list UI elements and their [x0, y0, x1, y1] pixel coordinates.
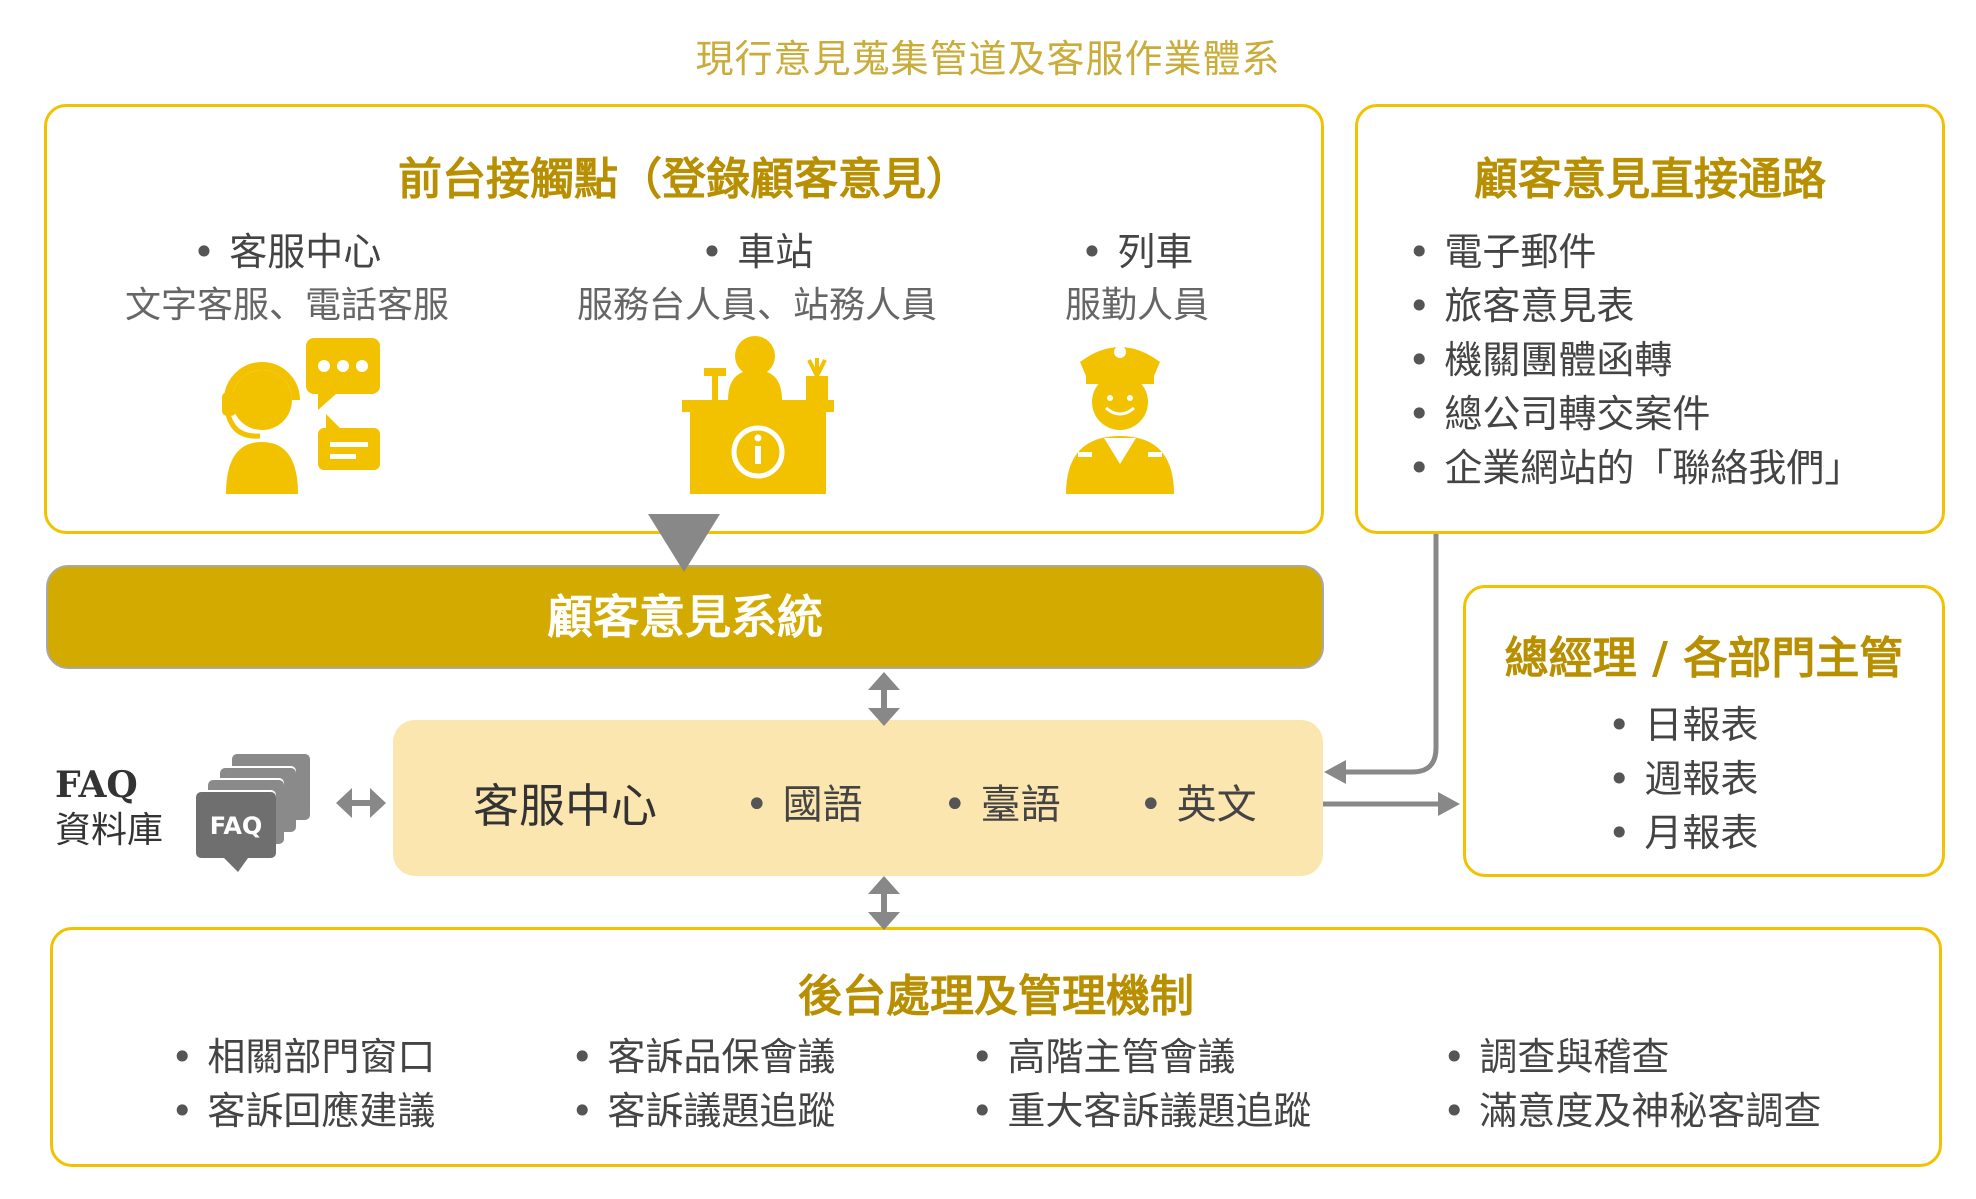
front-touchpoints-box: 前台接觸點（登錄顧客意見） 客服中心 文字客服、電話客服 車站 服務台人員、站務…: [44, 104, 1324, 534]
touchpoint-label: 客服中心: [107, 225, 467, 279]
language-item: 臺語: [943, 772, 1061, 830]
left-arrow-icon: [1324, 760, 1346, 784]
bidirectional-arrow-icon: [868, 876, 900, 930]
bidirectional-arrow-icon: [336, 788, 386, 818]
list-item: 日報表: [1608, 698, 1758, 752]
touchpoint-sub: 服務台人員、站務人員: [576, 285, 937, 326]
touchpoint-sub: 文字客服、電話客服: [124, 285, 449, 326]
direct-channels-box: 顧客意見直接通路 電子郵件 旅客意見表 機關團體函轉 總公司轉交案件 企業網站的…: [1355, 104, 1945, 534]
direct-to-cs-connector: [1340, 534, 1439, 775]
back-office-col-3: 高階主管會議 重大客訴議題追蹤: [971, 1030, 1311, 1138]
list-item: 重大客訴議題追蹤: [971, 1084, 1311, 1138]
front-touchpoints-heading: 前台接觸點（登錄顧客意見）: [398, 154, 970, 205]
language-item: 英文: [1139, 772, 1257, 830]
list-item: 客訴品保會議: [571, 1030, 835, 1084]
touchpoint-station: 車站 服務台人員、站務人員: [557, 225, 957, 333]
diagram-title: 現行意見蒐集管道及客服作業體系: [695, 37, 1281, 81]
faq-icon-text: FAQ: [210, 812, 263, 840]
back-office-col-2: 客訴品保會議 客訴議題追蹤: [571, 1030, 835, 1138]
list-item: 調查與稽查: [1443, 1030, 1821, 1084]
customer-feedback-system-bar: 顧客意見系統: [46, 565, 1324, 669]
touchpoint-sub: 服勤人員: [1064, 285, 1209, 326]
list-item: 月報表: [1608, 806, 1758, 860]
list-item: 客訴議題追蹤: [571, 1084, 835, 1138]
bidirectional-arrow-icon: [868, 672, 900, 726]
back-office-heading: 後台處理及管理機制: [798, 971, 1194, 1022]
gm-heading: 總經理 / 各部門主管: [1504, 633, 1904, 684]
list-item: 機關團體函轉: [1408, 333, 1862, 387]
faq-database-label: FAQ 資料庫: [55, 762, 163, 854]
list-item: 企業網站的「聯絡我們」: [1408, 441, 1862, 495]
faq-label-zh: 資料庫: [55, 810, 164, 851]
gm-report-list: 日報表 週報表 月報表: [1608, 698, 1758, 860]
list-item: 相關部門窗口: [171, 1030, 435, 1084]
list-item: 週報表: [1608, 752, 1758, 806]
list-item: 高階主管會議: [971, 1030, 1311, 1084]
touchpoint-label: 列車: [1027, 225, 1247, 279]
list-item: 總公司轉交案件: [1408, 387, 1862, 441]
direct-channels-heading: 顧客意見直接通路: [1474, 154, 1826, 205]
cs-center-box: 客服中心 國語 臺語 英文: [393, 720, 1323, 876]
direct-channels-list: 電子郵件 旅客意見表 機關團體函轉 總公司轉交案件 企業網站的「聯絡我們」: [1408, 225, 1862, 495]
gm-box: 總經理 / 各部門主管 日報表 週報表 月報表: [1463, 585, 1945, 877]
faq-label-en: FAQ: [55, 764, 138, 806]
list-item: 滿意度及神秘客調查: [1443, 1084, 1821, 1138]
list-item: 旅客意見表: [1408, 279, 1862, 333]
cs-center-label: 客服中心: [473, 779, 657, 833]
list-item: 客訴回應建議: [171, 1084, 435, 1138]
touchpoint-cs-center: 客服中心 文字客服、電話客服: [107, 225, 467, 333]
list-item: 電子郵件: [1408, 225, 1862, 279]
faq-icon: FAQ: [194, 754, 310, 872]
back-office-col-1: 相關部門窗口 客訴回應建議: [171, 1030, 435, 1138]
back-office-box: 後台處理及管理機制 相關部門窗口 客訴回應建議 客訴品保會議 客訴議題追蹤 高階…: [50, 927, 1942, 1167]
touchpoint-train: 列車 服勤人員: [1027, 225, 1247, 333]
touchpoint-label: 車站: [557, 225, 957, 279]
right-arrow-icon: [1438, 792, 1460, 816]
back-office-col-4: 調查與稽查 滿意度及神秘客調查: [1443, 1030, 1821, 1138]
language-item: 國語: [745, 772, 863, 830]
